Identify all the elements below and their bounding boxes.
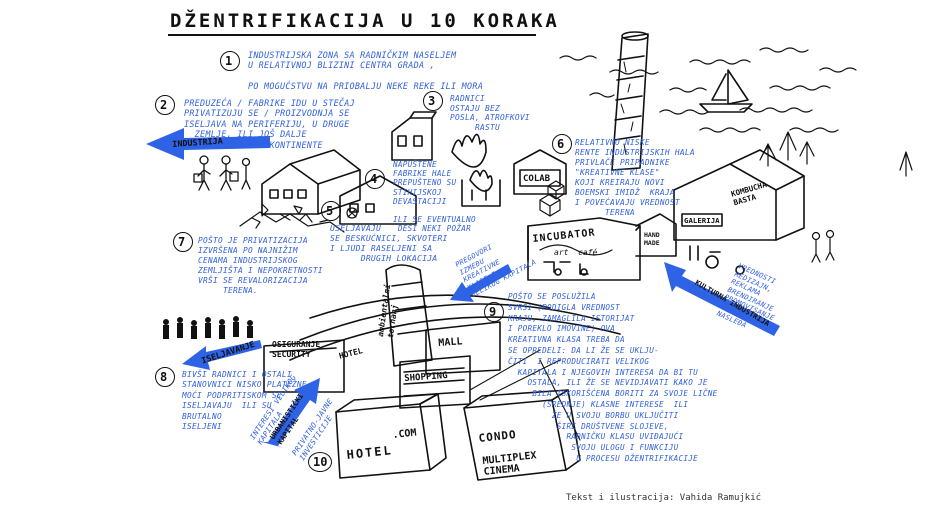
step-7-text: POŠTO JE PRIVATIZACIJA IZVRŠENA PO NAJNI… [198, 236, 323, 295]
arrow-industrija [146, 128, 270, 160]
step-6-text: RELATIVNO NISKE RENTE INDUSTRIJSKIH HALA… [575, 138, 695, 217]
step-5-text: USELJAVAJU SE BESKUĆNICI, SKVOTERI I LJU… [330, 224, 448, 263]
step-number-3: 3 [423, 91, 443, 111]
city-skyline [263, 264, 621, 481]
step-number-6: 6 [552, 134, 572, 154]
step-number-7: 7 [173, 232, 193, 252]
step-number-8: 8 [155, 367, 175, 387]
factory-chimney [611, 31, 649, 171]
hand-made-stall [635, 213, 677, 257]
incubator-building [527, 217, 641, 281]
step-number-4: 4 [365, 169, 385, 189]
cafe-people [811, 229, 835, 263]
sign-hand-made: HAND MADE [644, 231, 660, 247]
step-number-1: 1 [220, 51, 240, 71]
arrow-urbanisticki [262, 378, 320, 448]
page-title: DŽENTRIFIKACIJA U 10 KORAKA [170, 10, 560, 32]
step-1-text: INDUSTRIJSKA ZONA SA RADNIČKIM NASELJEM … [248, 50, 484, 92]
sailboat [699, 69, 753, 113]
step-3-text: RADNICI OSTAJU BEZ POSLA, ATROFKOVI RAST… [450, 94, 530, 132]
step-4-text: NAPUŠTENE FABRIKE HALE PREPUŠTENO SU STI… [393, 160, 476, 234]
sign-art-cafe: art café [554, 248, 598, 257]
sea-waves [559, 47, 857, 133]
step-number-5: 5 [321, 201, 341, 221]
step-number-9: 9 [484, 302, 504, 322]
step-9-text: POŠTO SE POSLUŽILA SVRSI (PODIGLA VREDNO… [508, 292, 718, 463]
step-number-10: 10 [308, 452, 332, 472]
step-number-2: 2 [155, 95, 175, 115]
arrow-pregovori [450, 264, 512, 302]
sign-colab: COLAB [523, 174, 551, 184]
colab-building [513, 149, 567, 195]
arrow-kulturna [664, 262, 780, 336]
title-underline [168, 34, 536, 36]
sign-mall: MALL [438, 336, 463, 349]
boxes [539, 180, 565, 217]
step-8-text: BIVŠI RADNICI I OSTALI STANOVNICI NISKO … [182, 370, 307, 432]
sign-galerija: GALERIJA [684, 216, 720, 225]
credit-line: Tekst i ilustracija: Vahida Ramujkić [566, 493, 762, 503]
burning-building [451, 133, 501, 207]
crowd-left [163, 316, 253, 339]
trees [759, 131, 913, 177]
displaced-workers [193, 155, 251, 191]
scribble-mark [346, 207, 358, 219]
kombucha-building [673, 149, 805, 275]
arrow-iseljavanje [182, 340, 262, 370]
sign-security: OSIGURANJE SECURITY [272, 340, 321, 359]
rubble-pile [239, 203, 345, 233]
step-2-text: PREDUZEĆA / FABRIKE IDU U STEČAJ PRIVATI… [184, 98, 355, 150]
